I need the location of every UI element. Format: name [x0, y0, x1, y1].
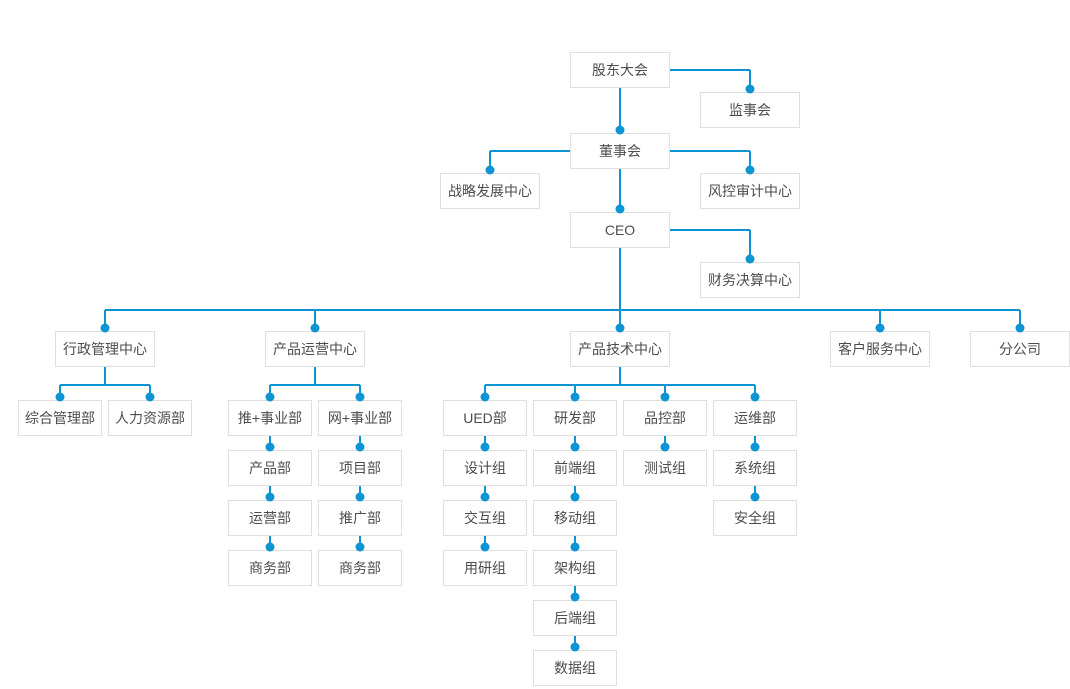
org-node-security-team: 安全组: [713, 500, 797, 536]
org-node-label: 人力资源部: [115, 410, 185, 426]
org-node-label: 网+事业部: [327, 410, 393, 426]
org-node-label: 数据组: [554, 660, 596, 676]
org-node-admin-management-center: 行政管理中心: [55, 331, 155, 367]
org-node-label: 设计组: [464, 460, 506, 476]
org-node-label: 交互组: [464, 510, 506, 526]
org-node-label: 客户服务中心: [838, 341, 922, 357]
org-node-label: 产品技术中心: [578, 341, 662, 357]
org-node-wang-business-dept: 网+事业部: [318, 400, 402, 436]
org-node-ops-dept: 运维部: [713, 400, 797, 436]
org-node-label: 股东大会: [592, 62, 648, 78]
org-node-hr-dept: 人力资源部: [108, 400, 192, 436]
org-node-label: 架构组: [554, 560, 596, 576]
org-node-risk-audit-center: 风控审计中心: [700, 173, 800, 209]
org-node-label: 移动组: [554, 510, 596, 526]
org-node-label: 分公司: [999, 341, 1041, 357]
org-node-supervisory-board: 监事会: [700, 92, 800, 128]
org-node-product-tech-center: 产品技术中心: [570, 331, 670, 367]
org-node-product-dept: 产品部: [228, 450, 312, 486]
org-node-testing-team: 测试组: [623, 450, 707, 486]
org-node-label: 项目部: [339, 460, 381, 476]
org-node-customer-service-center: 客户服务中心: [830, 331, 930, 367]
org-node-shareholders-meeting: 股东大会: [570, 52, 670, 88]
org-node-operation-dept: 运营部: [228, 500, 312, 536]
org-node-design-team: 设计组: [443, 450, 527, 486]
org-node-label: CEO: [604, 222, 636, 238]
org-node-promotion-dept: 推广部: [318, 500, 402, 536]
org-node-business-dept-2: 商务部: [318, 550, 402, 586]
org-node-architecture-team: 架构组: [533, 550, 617, 586]
org-node-label: UED部: [463, 410, 507, 426]
org-node-label: 后端组: [554, 610, 596, 626]
org-node-product-operation-center: 产品运营中心: [265, 331, 365, 367]
org-node-label: 测试组: [644, 460, 686, 476]
org-node-label: 商务部: [339, 560, 381, 576]
org-node-backend-team: 后端组: [533, 600, 617, 636]
org-node-label: 行政管理中心: [63, 341, 147, 357]
org-node-label: 董事会: [599, 143, 641, 159]
org-node-label: 产品运营中心: [273, 341, 357, 357]
org-node-label: 战略发展中心: [448, 183, 532, 199]
org-node-project-dept: 项目部: [318, 450, 402, 486]
org-node-system-team: 系统组: [713, 450, 797, 486]
org-node-tui-business-dept: 推+事业部: [228, 400, 312, 436]
org-node-business-dept-1: 商务部: [228, 550, 312, 586]
org-node-label: 运营部: [249, 510, 291, 526]
org-node-label: 前端组: [554, 460, 596, 476]
org-node-label: 品控部: [644, 410, 686, 426]
org-node-qc-dept: 品控部: [623, 400, 707, 436]
org-node-data-team: 数据组: [533, 650, 617, 686]
org-node-finance-settlement-center: 财务决算中心: [700, 262, 800, 298]
org-node-user-research-team: 用研组: [443, 550, 527, 586]
org-node-label: 运维部: [734, 410, 776, 426]
org-node-label: 监事会: [729, 102, 771, 118]
org-node-interaction-team: 交互组: [443, 500, 527, 536]
org-node-label: 综合管理部: [25, 410, 95, 426]
org-node-label: 产品部: [249, 460, 291, 476]
org-node-label: 推+事业部: [237, 410, 303, 426]
org-node-frontend-team: 前端组: [533, 450, 617, 486]
org-node-label: 研发部: [554, 410, 596, 426]
org-node-rd-dept: 研发部: [533, 400, 617, 436]
org-node-branch-company: 分公司: [970, 331, 1070, 367]
org-node-label: 系统组: [734, 460, 776, 476]
org-node-mobile-team: 移动组: [533, 500, 617, 536]
org-node-label: 财务决算中心: [708, 272, 792, 288]
org-node-strategy-development-center: 战略发展中心: [440, 173, 540, 209]
org-node-general-management-dept: 综合管理部: [18, 400, 102, 436]
org-node-board-of-directors: 董事会: [570, 133, 670, 169]
org-node-label: 安全组: [734, 510, 776, 526]
org-node-label: 风控审计中心: [708, 183, 792, 199]
org-node-label: 用研组: [464, 560, 506, 576]
org-node-ceo: CEO: [570, 212, 670, 248]
org-node-label: 商务部: [249, 560, 291, 576]
org-node-label: 推广部: [339, 510, 381, 526]
org-node-ued-dept: UED部: [443, 400, 527, 436]
